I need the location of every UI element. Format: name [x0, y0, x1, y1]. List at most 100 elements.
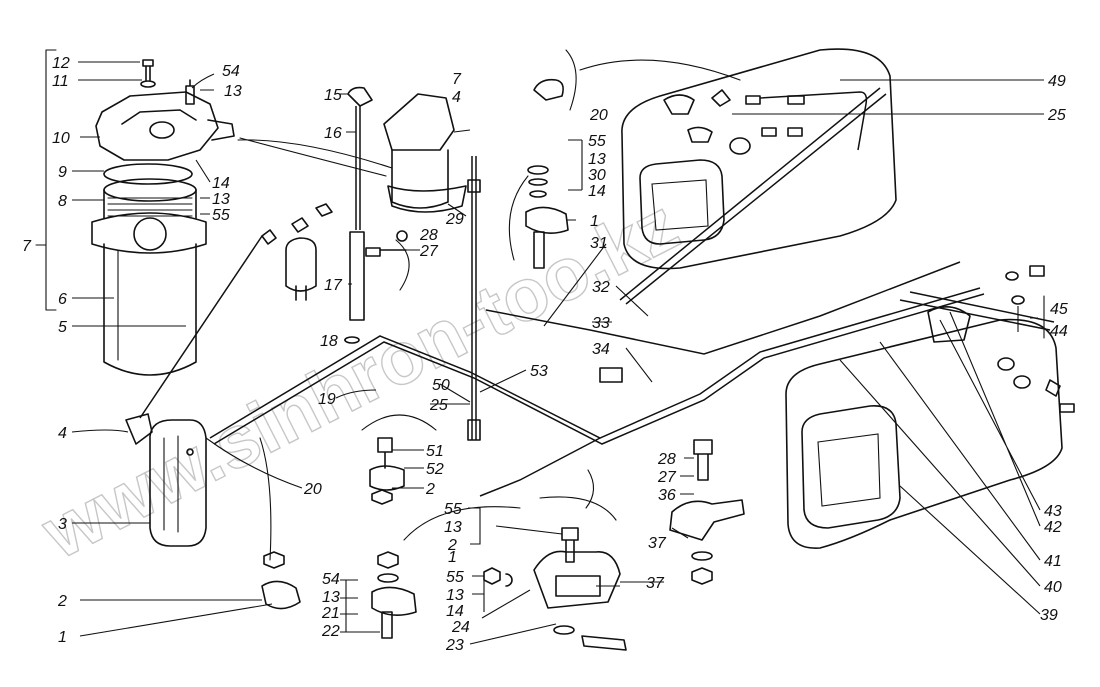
- main-fuel-line-b: [213, 293, 985, 445]
- label-16: 16: [324, 125, 342, 142]
- bracket-assembly: [483, 496, 627, 651]
- label-42: 42: [1044, 519, 1062, 536]
- flange-hole: [133, 217, 167, 251]
- tank-sensor: [687, 126, 713, 143]
- label-13-lower: 13: [322, 589, 340, 606]
- label-53: 53: [530, 363, 548, 380]
- nut-55-upper: [527, 165, 549, 175]
- label-55-lower-bracket: 55: [444, 501, 462, 518]
- small-filter-drain: [295, 285, 307, 301]
- label-20-left: 20: [303, 481, 322, 498]
- gasket-9: [103, 163, 193, 185]
- label-2-lower-bracket: 2: [447, 537, 457, 554]
- nut-2-centre: [371, 489, 393, 505]
- label-1-lower: 1: [448, 549, 457, 566]
- filter-element-sides: [103, 189, 197, 219]
- washer-11: [140, 80, 156, 88]
- label-6: 6: [58, 291, 67, 308]
- label-1-clamp-upper: 1: [590, 213, 599, 230]
- part-number-labels: 12 11 10 9 8 7 6 5 4 3 2 1 54 13 14 13 5…: [22, 55, 1068, 654]
- arrow-head-to-fine-filter: [237, 139, 393, 169]
- label-54-lower: 54: [322, 571, 340, 588]
- sediment-bowl-ribs: [163, 435, 179, 533]
- label-2-centre: 2: [425, 481, 435, 498]
- fuel-tank-upper: [621, 48, 897, 270]
- label-14-clamp: 14: [588, 183, 606, 200]
- arc-bracket: [539, 496, 617, 521]
- fuel-hose-left: [139, 235, 263, 419]
- sediment-bowl-screw: [186, 448, 194, 456]
- return-line: [485, 261, 961, 355]
- label-7-fine: 7: [452, 71, 462, 88]
- clamp-1-upper: [525, 206, 569, 234]
- tank-body-lower: [785, 318, 1063, 549]
- tank-plugs-lower: [997, 357, 1031, 389]
- filter-head-detail: [121, 109, 197, 139]
- label-2-nut: 2: [57, 593, 67, 610]
- small-filter: [285, 237, 317, 292]
- tank-end-panel-lower: [801, 405, 901, 529]
- washer-13-upper: [528, 178, 548, 186]
- label-45: 45: [1050, 301, 1068, 318]
- arc-lower: [403, 506, 521, 541]
- pipe-long-vertical: [471, 156, 477, 440]
- label-43: 43: [1044, 503, 1062, 520]
- group-bracket-left: [35, 49, 57, 311]
- label-8: 8: [58, 193, 67, 210]
- label-13-bracket: 13: [446, 587, 464, 604]
- label-41: 41: [1044, 553, 1062, 570]
- label-3: 3: [58, 516, 67, 533]
- label-15: 15: [324, 87, 342, 104]
- label-28-fine: 28: [419, 227, 438, 244]
- label-51: 51: [426, 443, 444, 460]
- sediment-bowl-3: [149, 419, 207, 547]
- bolt-22: [381, 611, 393, 639]
- label-12: 12: [52, 55, 70, 72]
- label-13-lower-bracket: 13: [444, 519, 462, 536]
- label-20-upper: 20: [589, 107, 608, 124]
- tank-fittings-upper: [711, 89, 805, 107]
- tank-feed-line-b: [625, 93, 887, 305]
- label-33: 33: [592, 315, 610, 332]
- pipe-long-fittings: [467, 179, 481, 441]
- tank-sensor-lower: [927, 306, 971, 343]
- tank-cap: [663, 94, 695, 115]
- bolt-14-upper: [533, 231, 545, 269]
- label-25-centre: 25: [429, 397, 448, 414]
- label-32: 32: [592, 279, 610, 296]
- label-54-head: 54: [222, 63, 240, 80]
- nut-55-lower: [483, 567, 501, 585]
- label-25-tank: 25: [1047, 107, 1066, 124]
- tank-end-inner-lower: [817, 433, 881, 507]
- clamp-assembly-lower: [371, 506, 521, 639]
- label-44: 44: [1050, 323, 1068, 340]
- tank-bolts-side: [1045, 379, 1075, 413]
- label-55-clamp: 55: [588, 133, 606, 150]
- label-24: 24: [451, 619, 470, 636]
- arc-fitting-20: [565, 49, 577, 111]
- nut-54-lower: [377, 551, 399, 569]
- label-4-elbow: 4: [58, 425, 67, 442]
- label-49: 49: [1048, 73, 1066, 90]
- label-13-head-b: 13: [212, 191, 230, 208]
- branch-line: [479, 437, 601, 497]
- bolt-12: [142, 59, 154, 81]
- label-22: 22: [321, 623, 340, 640]
- label-14-head: 14: [212, 175, 230, 192]
- screw-54: [185, 79, 195, 105]
- sediment-filter: [125, 229, 301, 610]
- hose-17: [349, 231, 365, 321]
- label-37-upper: 37: [648, 535, 667, 552]
- label-55-head: 55: [212, 207, 230, 224]
- tank-bolts-45-44: [1005, 265, 1045, 305]
- label-40: 40: [1044, 579, 1062, 596]
- bracket-37-lower: [533, 550, 621, 609]
- tank-feed-line: [619, 87, 881, 301]
- label-30: 30: [588, 167, 606, 184]
- label-19: 19: [318, 391, 336, 408]
- strap-29: [387, 185, 467, 213]
- label-55-bracket: 55: [446, 569, 464, 586]
- label-50: 50: [432, 377, 450, 394]
